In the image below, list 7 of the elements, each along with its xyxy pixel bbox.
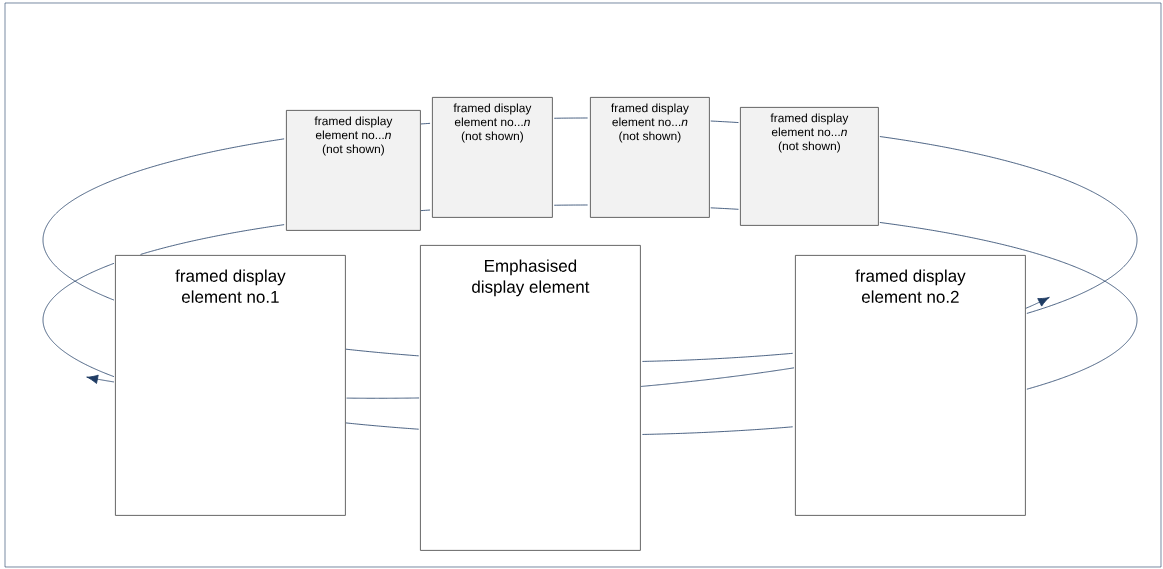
display-box: framed display element no...n (not shown) bbox=[740, 107, 879, 226]
display-box: framed display element no.2 bbox=[795, 255, 1026, 516]
display-box: framed display element no...n (not shown) bbox=[590, 97, 710, 218]
display-box: framed display element no...n (not shown) bbox=[432, 97, 553, 218]
display-box: framed display element no...n (not shown) bbox=[286, 110, 421, 231]
display-box: framed display element no.1 bbox=[115, 255, 346, 516]
display-box: Emphasised display element bbox=[420, 245, 641, 551]
